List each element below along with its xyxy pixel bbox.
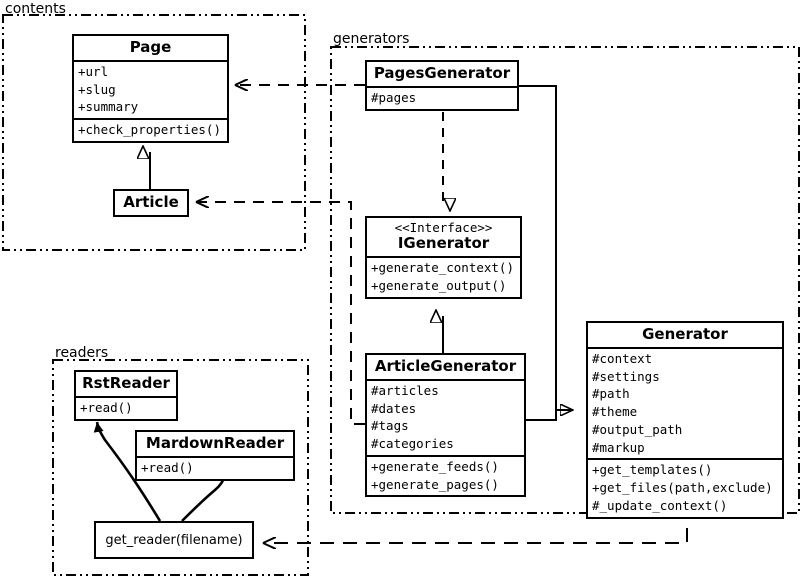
- class-name-igenerator: <<Interface>> IGenerator: [367, 218, 520, 259]
- operation-row: +get_files(path,exclude): [592, 480, 773, 496]
- attribute-row: #settings: [592, 368, 660, 384]
- class-box-igenerator[interactable]: <<Interface>> IGenerator +generate_conte…: [365, 216, 522, 299]
- dependency-articlegenerator-to-article: [197, 202, 365, 425]
- class-attributes-articlegenerator: #articles #dates #tags #categories: [367, 381, 524, 457]
- generalization-pagesgenerator-to-generator: [519, 85, 573, 410]
- attribute-row: +slug: [78, 81, 116, 97]
- operation-row: #_update_context(): [592, 497, 728, 513]
- operation-row: +generate_context(): [371, 260, 514, 276]
- operation-row: +read(): [141, 459, 194, 475]
- package-label-readers: readers: [55, 345, 109, 361]
- class-stereotype-igenerator: <<Interface>>: [394, 220, 493, 235]
- attribute-row: #articles: [371, 382, 439, 398]
- class-operations-rstreader: +read(): [76, 398, 176, 419]
- package-label-generators: generators: [333, 31, 410, 47]
- attribute-row: #theme: [592, 404, 638, 420]
- class-name-articlegenerator: ArticleGenerator: [367, 355, 524, 381]
- class-box-mardownreader[interactable]: MardownReader +read(): [135, 430, 295, 481]
- class-operations-articlegenerator: +generate_feeds() +generate_pages(): [367, 457, 524, 496]
- class-box-page[interactable]: Page +url +slug +summary +check_properti…: [72, 34, 229, 143]
- attribute-row: #tags: [371, 418, 409, 434]
- attribute-row: #categories: [371, 436, 454, 452]
- class-box-rstreader[interactable]: RstReader +read(): [74, 370, 178, 421]
- operation-row: +get_templates(): [592, 462, 713, 478]
- class-name-pagesgenerator: PagesGenerator: [367, 62, 517, 88]
- class-box-generator[interactable]: Generator #context #settings #path #them…: [586, 321, 784, 519]
- class-name-label-igenerator: IGenerator: [397, 234, 490, 253]
- class-name-page: Page: [74, 36, 227, 62]
- class-box-articlegenerator[interactable]: ArticleGenerator #articles #dates #tags …: [365, 353, 526, 498]
- operation-row: +generate_output(): [371, 277, 507, 293]
- class-operations-page: +check_properties(): [74, 120, 227, 141]
- operation-row: +check_properties(): [78, 122, 221, 138]
- class-name-mardownreader: MardownReader: [137, 432, 293, 458]
- attribute-row: #context: [592, 350, 653, 366]
- class-name-article: Article: [123, 193, 179, 211]
- attribute-row: #path: [592, 386, 630, 402]
- attribute-row: #pages: [371, 89, 417, 105]
- operation-row: +generate_feeds(): [371, 458, 499, 474]
- attribute-row: #output_path: [592, 421, 683, 437]
- attribute-row: +url: [78, 63, 109, 79]
- class-attributes-generator: #context #settings #path #theme #output_…: [588, 349, 782, 461]
- class-operations-mardownreader: +read(): [137, 458, 293, 479]
- attribute-row: #markup: [592, 439, 645, 455]
- generalization-articlegenerator-to-generator: [526, 409, 573, 421]
- attribute-row: +summary: [78, 99, 139, 115]
- operation-row: +generate_pages(): [371, 476, 499, 492]
- class-box-pagesgenerator[interactable]: PagesGenerator #pages: [365, 60, 519, 111]
- class-name-rstreader: RstReader: [76, 372, 176, 398]
- function-box-get-reader[interactable]: get_reader(filename): [94, 521, 254, 559]
- class-name-generator: Generator: [588, 323, 782, 349]
- class-operations-generator: +get_templates() +get_files(path,exclude…: [588, 460, 782, 516]
- attribute-row: #dates: [371, 400, 417, 416]
- operation-row: +read(): [80, 399, 133, 415]
- class-attributes-pagesgenerator: #pages: [367, 88, 517, 109]
- class-operations-igenerator: +generate_context() +generate_output(): [367, 258, 520, 297]
- function-name-get-reader: get_reader(filename): [105, 532, 243, 548]
- class-attributes-page: +url +slug +summary: [74, 62, 227, 121]
- package-label-contents: contents: [5, 1, 66, 17]
- class-box-article[interactable]: Article: [113, 189, 189, 217]
